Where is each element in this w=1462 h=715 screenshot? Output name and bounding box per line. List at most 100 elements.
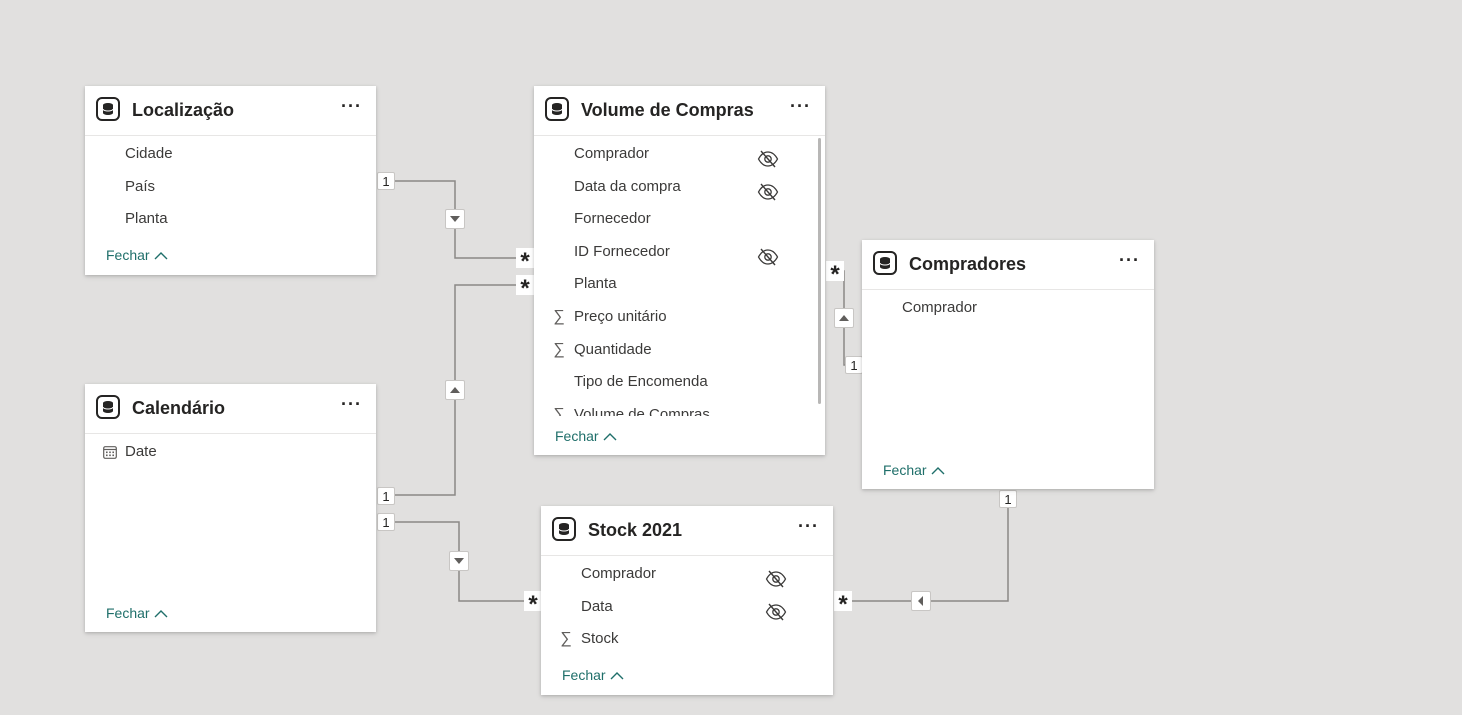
cardinality-one-compradores-b: 1 [999,490,1017,508]
cardinality-one-compradores-a: 1 [845,356,863,374]
field-label: Comprador [902,299,978,316]
field-label: Quantidade [574,340,652,358]
scrollbar[interactable] [818,138,821,404]
field-row[interactable]: Date [85,434,376,467]
cardinality-one-calendario-b: 1 [377,513,395,531]
table-icon [873,251,897,275]
close-link[interactable]: Fechar [562,667,624,683]
eye-hidden-icon[interactable] [757,179,779,215]
field-label: Planta [125,210,168,228]
more-options-icon[interactable]: ··· [341,394,362,414]
field-row[interactable]: Data da compra [534,169,825,202]
field-list: Date [85,434,376,474]
eye-hidden-icon[interactable] [765,566,787,602]
field-row[interactable]: Fornecedor [534,201,825,234]
filter-direction-down-icon[interactable] [449,551,469,571]
cardinality-one-calendario-a: 1 [377,487,395,505]
field-row[interactable]: ∑ Volume de Compras [534,397,825,416]
card-header[interactable]: Compradores ··· [862,240,1154,290]
cardinality-one-localizacao: 1 [377,172,395,190]
sigma-icon: ∑ [553,405,565,416]
field-label: Tipo de Encomenda [574,373,708,391]
close-label: Fechar [106,247,150,263]
field-row[interactable]: Comprador [541,556,833,589]
field-row[interactable]: Planta [85,201,376,234]
field-row[interactable]: País [85,169,376,202]
table-card-compradores[interactable]: Compradores ··· Comprador Fechar [862,240,1154,489]
field-row[interactable]: Planta [534,266,825,299]
close-link[interactable]: Fechar [106,605,168,621]
close-label: Fechar [555,428,599,444]
close-label: Fechar [883,462,927,478]
card-header[interactable]: Volume de Compras ··· [534,86,825,136]
field-row[interactable]: ∑ Preço unitário [534,299,825,332]
calendar-icon [101,434,119,473]
more-options-icon[interactable]: ··· [341,96,362,116]
sigma-icon: ∑ [553,307,565,325]
card-header[interactable]: Calendário ··· [85,384,376,434]
close-label: Fechar [562,667,606,683]
cardinality-many-stock-cal: * [524,591,542,618]
field-label: Data da compra [574,177,681,195]
table-title: Compradores [909,254,1027,274]
table-icon [552,517,576,541]
field-label: Fornecedor [574,210,651,228]
eye-hidden-icon[interactable] [757,244,779,280]
field-row[interactable]: Tipo de Encomenda [534,364,825,397]
card-header[interactable]: Stock 2021 ··· [541,506,833,556]
field-label: Comprador [581,565,657,582]
more-options-icon[interactable]: ··· [1119,250,1140,270]
close-link[interactable]: Fechar [555,428,617,444]
chevron-up-icon [610,672,624,680]
table-icon [545,97,569,121]
filter-direction-left-icon[interactable] [911,591,931,611]
field-row[interactable]: Comprador [862,290,1154,323]
field-label: Planta [574,275,617,293]
close-link[interactable]: Fechar [883,462,945,478]
field-list: Comprador [862,290,1154,330]
table-title: Stock 2021 [588,520,683,540]
table-title: Volume de Compras [581,100,754,120]
table-icon [96,97,120,121]
filter-direction-up-icon[interactable] [445,380,465,400]
sigma-icon: ∑ [560,630,572,648]
field-row[interactable]: Data [541,589,833,622]
filter-direction-up-icon[interactable] [834,308,854,328]
field-row[interactable]: ∑Quantidade [534,332,825,365]
eye-hidden-icon[interactable] [765,599,787,635]
field-label: Date [125,443,157,460]
cardinality-many-volume-cal: * [516,275,534,302]
field-label: País [125,177,156,195]
field-label: Stock [581,630,619,648]
field-row[interactable]: Comprador [534,136,825,169]
field-row[interactable]: Cidade [85,136,376,169]
table-title: Localização [132,100,235,120]
chevron-up-icon [603,433,617,441]
close-link[interactable]: Fechar [106,247,168,263]
field-row[interactable]: ID Fornecedor [534,234,825,267]
eye-hidden-icon[interactable] [757,146,779,182]
field-label: Volume de Compras [574,405,710,416]
cardinality-many-volume-comp: * [826,261,844,288]
field-label: ID Fornecedor [574,242,670,260]
more-options-icon[interactable]: ··· [790,96,811,116]
card-header[interactable]: Localização ··· [85,86,376,136]
chevron-up-icon [154,252,168,260]
field-label: Data [581,597,613,615]
field-label: Preço unitário [574,307,667,325]
cardinality-many-volume-loc: * [516,248,534,275]
rel-compradores-stock[interactable] [834,490,1009,602]
more-options-icon[interactable]: ··· [798,516,819,536]
filter-direction-down-icon[interactable] [445,209,465,229]
close-label: Fechar [106,605,150,621]
cardinality-many-stock-comp: * [834,591,852,618]
chevron-up-icon [931,467,945,475]
field-row[interactable]: ∑ Stock [541,621,833,654]
table-card-calendario[interactable]: Calendário ··· Date Fechar [85,384,376,632]
field-label: Cidade [125,145,173,162]
